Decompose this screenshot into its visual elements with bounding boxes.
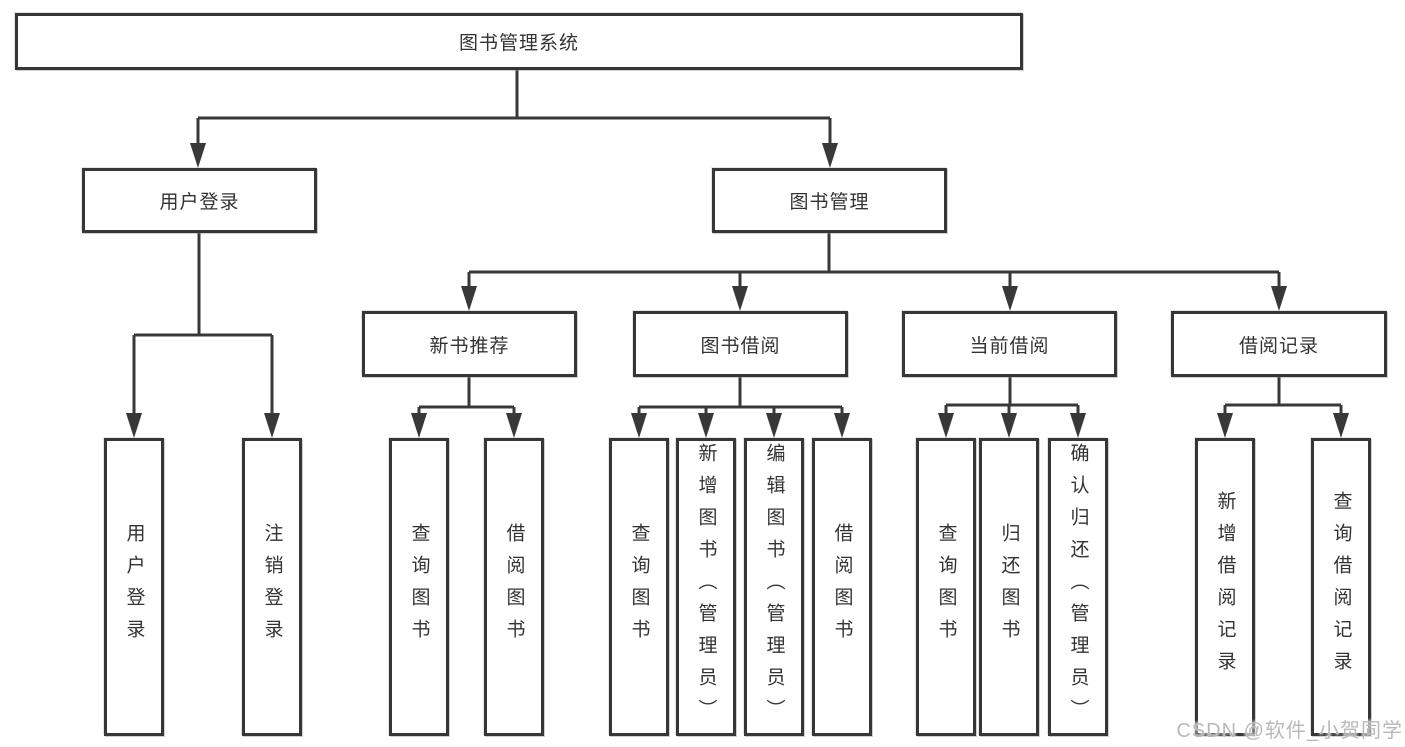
leaf-borrow-book-recommend-label: 借阅图书	[503, 523, 525, 651]
leaf-return-book-label: 归还图书	[998, 523, 1020, 651]
leaf-user-login-label: 用户登录	[123, 523, 145, 651]
leaf-confirm-return-admin-label: 确认归还（管理员）	[1067, 443, 1089, 731]
leaf-query-book-borrowing: 查询图书	[609, 438, 669, 736]
leaf-return-book: 归还图书	[979, 438, 1039, 736]
node-book-borrowing: 图书借阅	[633, 311, 848, 377]
leaf-query-borrow-record: 查询借阅记录	[1311, 438, 1371, 736]
node-user-login-label: 用户登录	[159, 192, 240, 213]
node-book-management: 图书管理	[712, 168, 947, 233]
leaf-logout-label: 注销登录	[261, 523, 283, 651]
arrowheads	[126, 143, 1349, 438]
leaf-query-book-recommend-label: 查询图书	[408, 523, 430, 651]
node-borrow-records: 借阅记录	[1171, 311, 1387, 377]
node-user-login: 用户登录	[82, 168, 317, 233]
leaf-confirm-return-admin: 确认归还（管理员）	[1048, 438, 1108, 736]
leaf-add-borrow-record-label: 新增借阅记录	[1214, 491, 1236, 683]
node-root: 图书管理系统	[15, 13, 1023, 70]
node-new-book-recommend: 新书推荐	[362, 311, 577, 377]
node-current-borrowing-label: 当前借阅	[969, 335, 1050, 357]
leaf-user-login: 用户登录	[104, 438, 164, 736]
leaf-borrow-book-recommend: 借阅图书	[484, 438, 544, 736]
leaf-borrow-book-borrowing: 借阅图书	[812, 438, 872, 736]
leaf-query-borrow-record-label: 查询借阅记录	[1330, 491, 1352, 683]
watermark: CSDN @软件_小贺同学	[1176, 720, 1403, 742]
node-new-book-recommend-label: 新书推荐	[429, 335, 510, 357]
leaf-logout: 注销登录	[242, 438, 302, 736]
leaf-borrow-book-borrowing-label: 借阅图书	[831, 523, 853, 651]
node-borrow-records-label: 借阅记录	[1238, 335, 1319, 357]
leaf-add-book-admin: 新增图书（管理员）	[676, 438, 736, 736]
leaf-edit-book-admin: 编辑图书（管理员）	[744, 438, 804, 736]
leaf-edit-book-admin-label: 编辑图书（管理员）	[763, 443, 785, 731]
node-book-management-label: 图书管理	[789, 192, 870, 213]
leaf-query-book-current: 查询图书	[916, 438, 976, 736]
leaf-query-book-borrowing-label: 查询图书	[628, 523, 650, 651]
node-book-borrowing-label: 图书借阅	[700, 335, 781, 357]
node-root-label: 图书管理系统	[458, 33, 579, 54]
leaf-query-book-current-label: 查询图书	[935, 523, 957, 651]
leaf-query-book-recommend: 查询图书	[389, 438, 449, 736]
leaf-add-borrow-record: 新增借阅记录	[1195, 438, 1255, 736]
leaf-add-book-admin-label: 新增图书（管理员）	[695, 443, 717, 731]
node-current-borrowing: 当前借阅	[902, 311, 1117, 377]
